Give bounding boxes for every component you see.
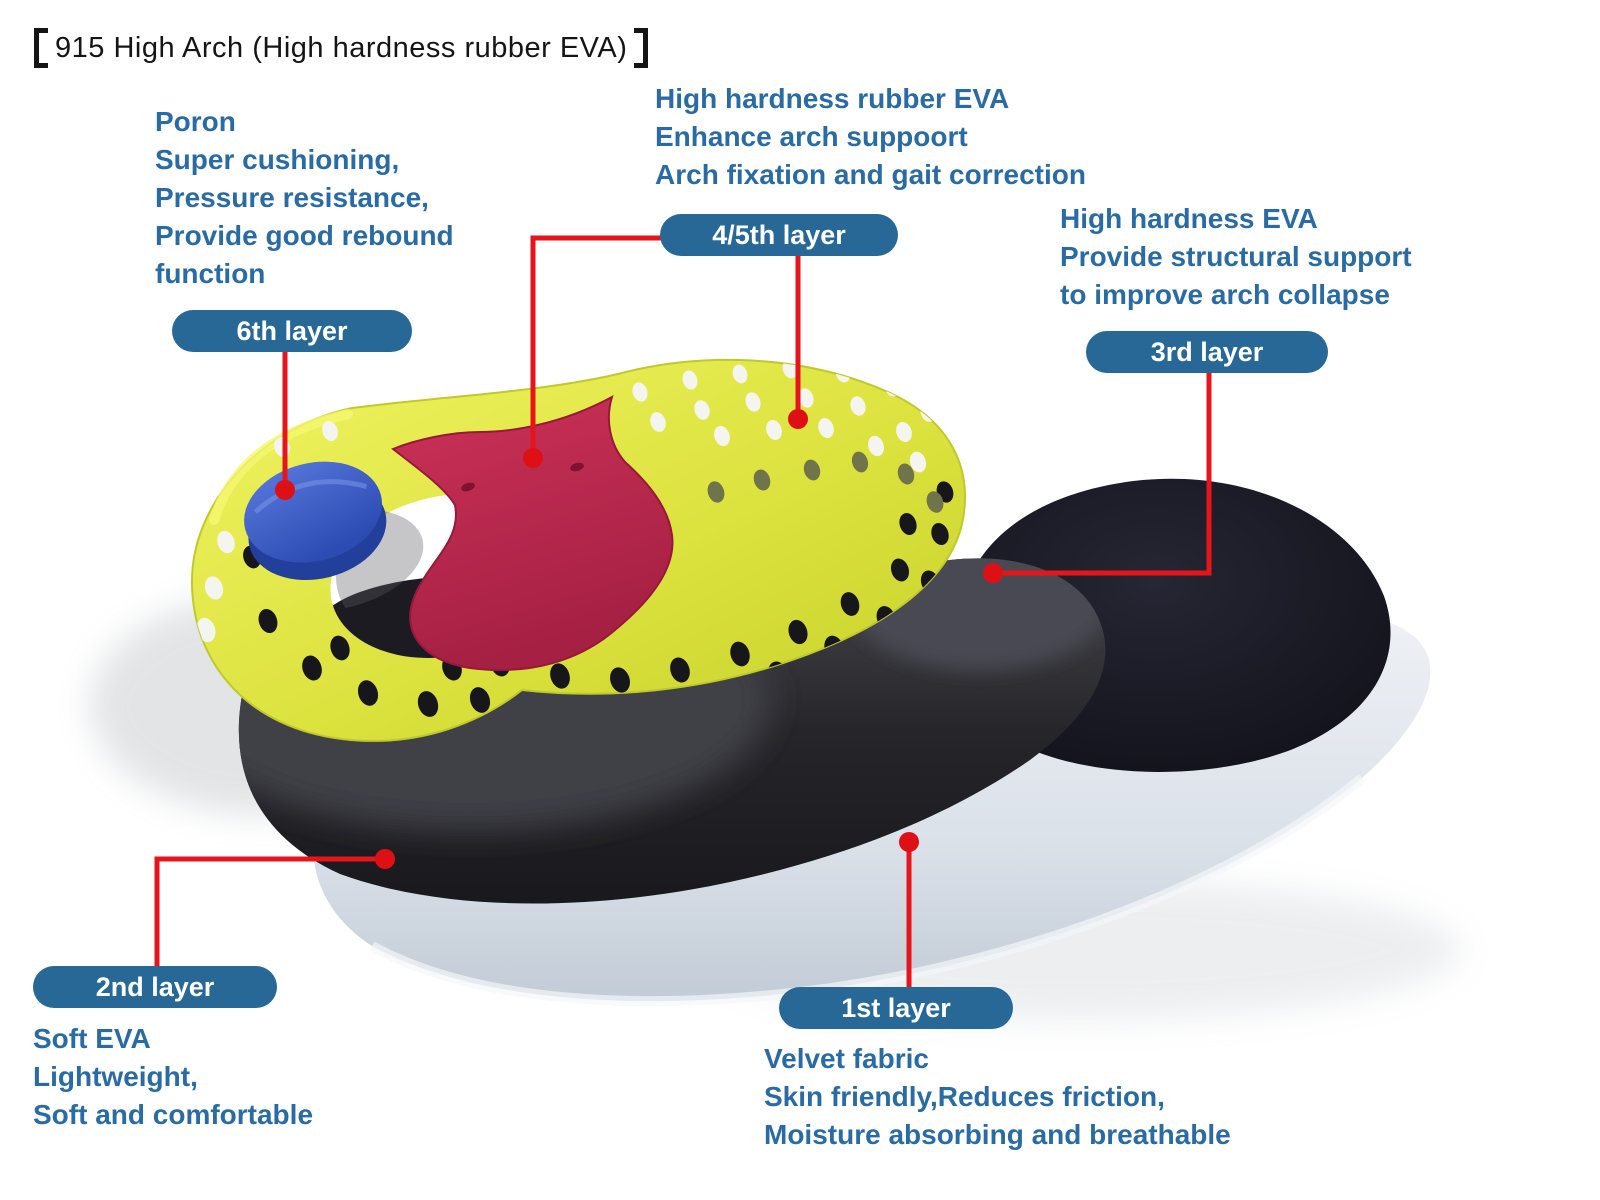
leader-lines bbox=[154, 235, 1212, 987]
annotation-poron: Poron Super cushioning, Pressure resista… bbox=[155, 106, 454, 289]
annotation-hard-eva: High hardness EVA Provide structural sup… bbox=[1060, 203, 1412, 310]
perforation-dot bbox=[682, 370, 698, 390]
perforation-dot bbox=[469, 687, 491, 713]
perforation-dot bbox=[330, 635, 350, 661]
page-title-text: 915 High Arch (High hardness rubber EVA) bbox=[55, 31, 628, 64]
leader-dot-3rd bbox=[983, 563, 1003, 583]
perforation-dot bbox=[258, 608, 278, 634]
perforation-dot bbox=[803, 459, 821, 481]
leader-dot-1st bbox=[899, 832, 919, 852]
annotation-velvet: Velvet fabric Skin friendly,Reduces fric… bbox=[764, 1043, 1231, 1150]
left-lenticular-bracket-icon bbox=[34, 28, 48, 68]
perforation-dot bbox=[818, 418, 834, 438]
perforation-dot bbox=[909, 451, 927, 473]
perforation-dot bbox=[926, 491, 944, 513]
perforation-dot bbox=[650, 412, 666, 432]
badge-2nd-layer: 2nd layer bbox=[33, 966, 277, 1008]
perforation-dot bbox=[850, 396, 866, 416]
perforation-dot bbox=[196, 617, 216, 643]
annotation-soft-eva: Soft EVA Lightweight, Soft and comfortab… bbox=[33, 1023, 314, 1130]
perforation-dot bbox=[694, 400, 710, 420]
perforation-dot bbox=[896, 422, 912, 442]
badge-3rd-layer: 3rd layer bbox=[1086, 331, 1328, 373]
perforation-dot bbox=[890, 558, 910, 582]
perforation-dot bbox=[899, 513, 917, 535]
annotation-rubber-eva: High hardness rubber EVA Enhance arch su… bbox=[655, 83, 1086, 190]
perforation-dot bbox=[707, 481, 725, 503]
perforation-dot bbox=[632, 382, 648, 402]
perforation-dot bbox=[753, 469, 771, 491]
perforation-dot bbox=[730, 641, 750, 667]
perforation-dot bbox=[788, 619, 808, 645]
right-lenticular-bracket-icon bbox=[634, 28, 649, 68]
page-title: 915 High Arch (High hardness rubber EVA) bbox=[34, 28, 649, 68]
badge-6th-layer: 6th layer bbox=[172, 310, 412, 352]
leader-dot-45-right bbox=[788, 409, 808, 429]
leader-line-3rd bbox=[993, 373, 1212, 576]
leader-line-45-left bbox=[530, 235, 666, 458]
yellow-rim-highlight bbox=[209, 409, 353, 525]
red-piece-hole bbox=[461, 482, 475, 492]
insole-arch-red-5th bbox=[391, 394, 674, 672]
leader-dot-2nd bbox=[375, 849, 395, 869]
perforation-dot bbox=[550, 663, 570, 689]
red-piece-hole bbox=[570, 462, 584, 472]
perforation-dot bbox=[798, 388, 814, 408]
perforation-dot bbox=[732, 364, 748, 384]
perforation-dot bbox=[897, 463, 915, 485]
perforation-dot bbox=[610, 667, 630, 693]
perforation-dot bbox=[745, 392, 761, 412]
perforation-dot bbox=[204, 576, 224, 600]
perforation-dot bbox=[322, 421, 338, 441]
leader-dot-45-left bbox=[523, 448, 543, 468]
perforation-dot bbox=[714, 425, 730, 447]
badge-1st-layer: 1st layer bbox=[779, 987, 1013, 1029]
perforation-dot bbox=[417, 691, 439, 717]
perforation-dot bbox=[302, 655, 322, 681]
perforation-dot bbox=[670, 657, 690, 683]
leader-dot-6th bbox=[275, 480, 295, 500]
perforation-dot bbox=[931, 522, 949, 546]
leader-line-2nd bbox=[154, 856, 385, 966]
perforation-dot bbox=[868, 435, 884, 457]
insole-layer-white-edge-highlight bbox=[369, 774, 1366, 1007]
leader-dots bbox=[275, 409, 1003, 869]
perforation-dot bbox=[766, 420, 782, 440]
perforation-dot bbox=[840, 592, 860, 616]
perforation-dot bbox=[217, 530, 235, 554]
badge-45th-layer: 4/5th layer bbox=[660, 214, 898, 256]
perforation-dot bbox=[851, 451, 869, 473]
perforation-dot bbox=[357, 680, 379, 706]
